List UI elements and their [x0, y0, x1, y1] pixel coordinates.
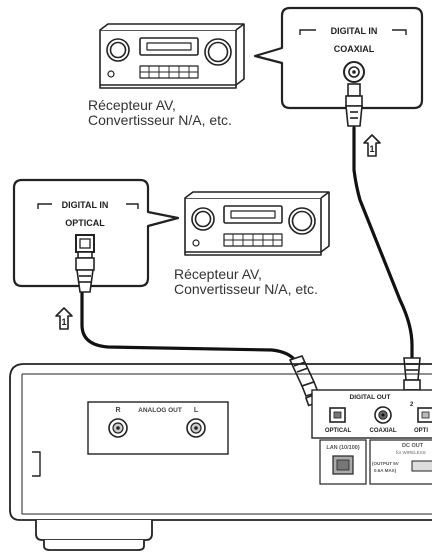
callout-optical-title: DIGITAL IN	[62, 200, 109, 210]
dc-out-label: DC OUT	[402, 443, 424, 449]
dc-out-port-icon	[411, 460, 432, 472]
step-number-optical: 1	[61, 317, 66, 327]
digital-out-block: DIGITAL OUT OPTICAL COAXIAL OPTI 2	[311, 389, 432, 439]
optical-out-port-icon	[329, 407, 346, 423]
analog-out-label: ANALOG OUT	[138, 407, 182, 414]
dc-output-spec-1: (OUTPUT 5V	[372, 461, 399, 466]
step-arrow-coaxial: 1	[363, 134, 381, 157]
analog-l-jack-icon	[186, 418, 206, 438]
receiver-mid-caption-line1: Récepteur AV,	[174, 266, 262, 282]
digital-out-label: DIGITAL OUT	[350, 394, 391, 401]
callout-optical-label: OPTICAL	[65, 218, 105, 228]
lan-block: LAN (10/100)	[319, 439, 367, 485]
receiver-mid-caption-line2: Convertisseur N/A, etc.	[174, 281, 318, 297]
receiver-top-caption-line1: Récepteur AV,	[88, 97, 176, 113]
analog-r-jack-icon	[108, 418, 128, 438]
player-foot	[35, 520, 153, 551]
callout-coaxial-title: DIGITAL IN	[331, 26, 378, 36]
callout-coaxial-label: COAXIAL	[334, 44, 375, 54]
receiver-top	[99, 23, 245, 89]
dc-output-spec-2: 0.6A MAX)	[374, 468, 397, 473]
step-arrow-optical: 1	[55, 307, 73, 330]
optical-plug-top-icon	[75, 251, 95, 293]
receiver-top-caption-line2: Convertisseur N/A, etc.	[88, 112, 232, 128]
optical-out-port-partial-icon	[417, 407, 432, 423]
coaxial-jack-icon	[343, 61, 365, 83]
step-number-2: 2	[410, 402, 414, 408]
analog-r-label: R	[115, 407, 120, 414]
optical-partial-label: OPTI	[414, 428, 428, 434]
optical-out-label: OPTICAL	[325, 428, 352, 434]
optical-port-icon	[75, 234, 95, 253]
cables	[80, 126, 414, 364]
lan-label: LAN (10/100)	[326, 445, 359, 451]
coaxial-out-label: COAXIAL	[370, 428, 397, 434]
coaxial-plug-top-icon	[345, 83, 363, 127]
receiver-mid	[184, 191, 330, 256]
lan-port-icon	[332, 455, 354, 475]
coaxial-out-jack-icon	[374, 406, 392, 424]
analog-out-block: ANALOG OUT R L	[87, 401, 229, 455]
callout-optical: DIGITAL IN OPTICAL	[12, 178, 180, 288]
dc-out-block: DC OUT for WIRELESS (OUTPUT 5V 0.6A MAX)	[369, 439, 432, 485]
analog-l-label: L	[194, 407, 199, 414]
dc-out-sub: for WIRELESS	[396, 450, 426, 455]
callout-coaxial: DIGITAL IN COAXIAL	[253, 6, 424, 110]
step-number-coaxial: 1	[369, 144, 374, 154]
